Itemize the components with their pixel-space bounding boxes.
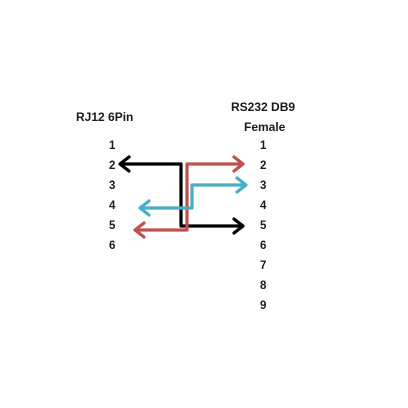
red-wire-arrow-right xyxy=(232,155,245,173)
black-wire xyxy=(118,155,245,235)
right-connector-subtitle: Female xyxy=(244,120,286,134)
right-pin-9: 9 xyxy=(260,300,267,312)
red-wire-arrow-left xyxy=(133,221,146,239)
blue-wire-path xyxy=(139,183,247,210)
blue-wire-arrow-right xyxy=(235,176,248,194)
left-pin-5: 5 xyxy=(109,220,116,232)
right-pin-6: 6 xyxy=(260,240,267,252)
right-connector-title: RS232 DB9 xyxy=(231,100,296,114)
left-pin-1: 1 xyxy=(109,140,116,152)
black-wire-arrow-right xyxy=(232,217,245,235)
right-pin-7: 7 xyxy=(260,260,267,272)
black-wire-arrow-left xyxy=(118,155,131,173)
left-pin-4: 4 xyxy=(109,200,116,212)
right-pin-2: 2 xyxy=(260,160,267,172)
right-pin-5: 5 xyxy=(260,220,267,232)
left-pin-3: 3 xyxy=(109,180,116,192)
black-wire-path xyxy=(120,162,244,228)
left-pin-2: 2 xyxy=(109,160,116,172)
blue-wire xyxy=(138,176,248,217)
right-pin-8: 8 xyxy=(260,280,267,292)
red-wire xyxy=(133,155,245,239)
left-pin-6: 6 xyxy=(109,240,116,252)
blue-wire-arrow-left xyxy=(138,199,151,217)
red-wire-path xyxy=(134,162,244,232)
right-pin-1: 1 xyxy=(260,140,267,152)
right-pin-4: 4 xyxy=(260,200,267,212)
right-pin-3: 3 xyxy=(260,180,267,192)
left-connector-title: RJ12 6Pin xyxy=(76,110,134,124)
